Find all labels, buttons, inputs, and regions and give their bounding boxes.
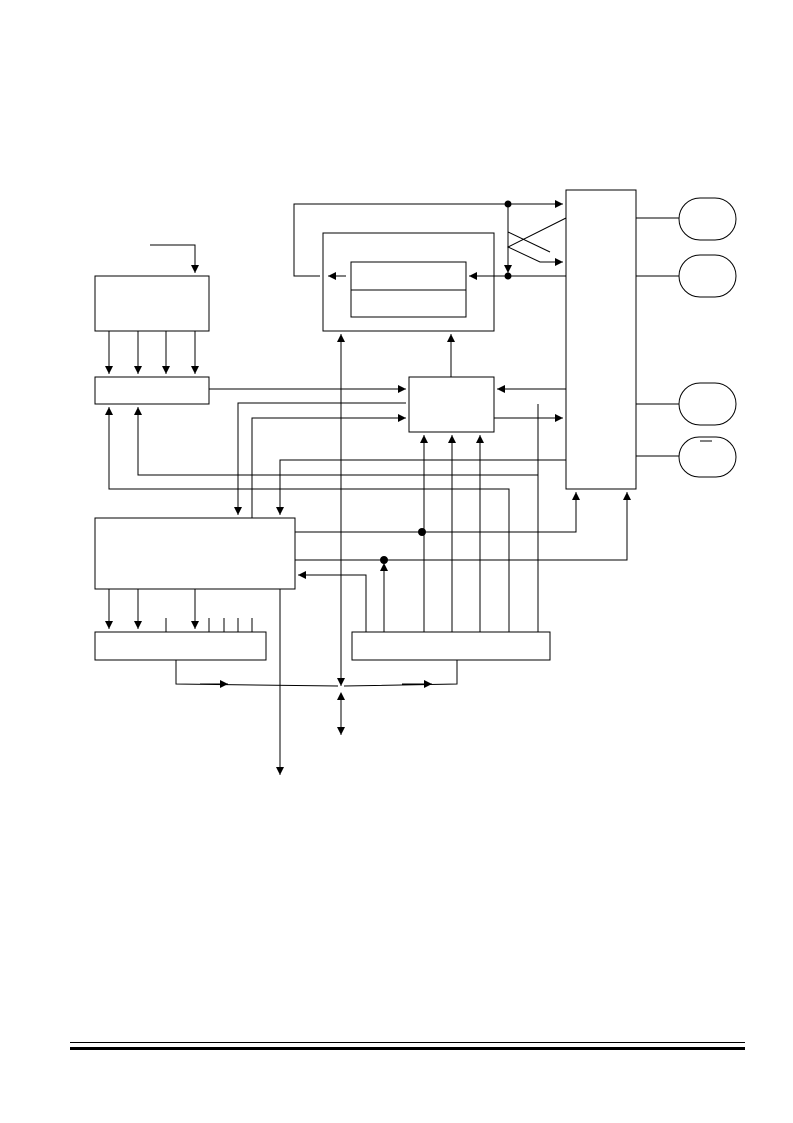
junction-dot [380,556,388,564]
bottom-left-block [94,631,267,661]
terminal-3 [678,382,737,426]
input-arrow [150,244,199,273]
junction-dot [418,528,426,536]
center-control-block [408,376,495,433]
left-register-block [94,376,210,405]
terminal-4 [678,436,737,478]
junction-dot [504,200,512,208]
terminal-2 [678,254,737,298]
bottom-center-block [351,631,551,661]
outer-memory-block [322,232,495,332]
main-unit-block [94,517,296,590]
top-left-block [94,275,210,332]
right-interface-block [565,189,637,490]
terminal-1 [678,197,737,241]
footer-rule [70,1042,745,1043]
footer-rule-thick [70,1047,745,1050]
junction-dot [504,272,512,280]
